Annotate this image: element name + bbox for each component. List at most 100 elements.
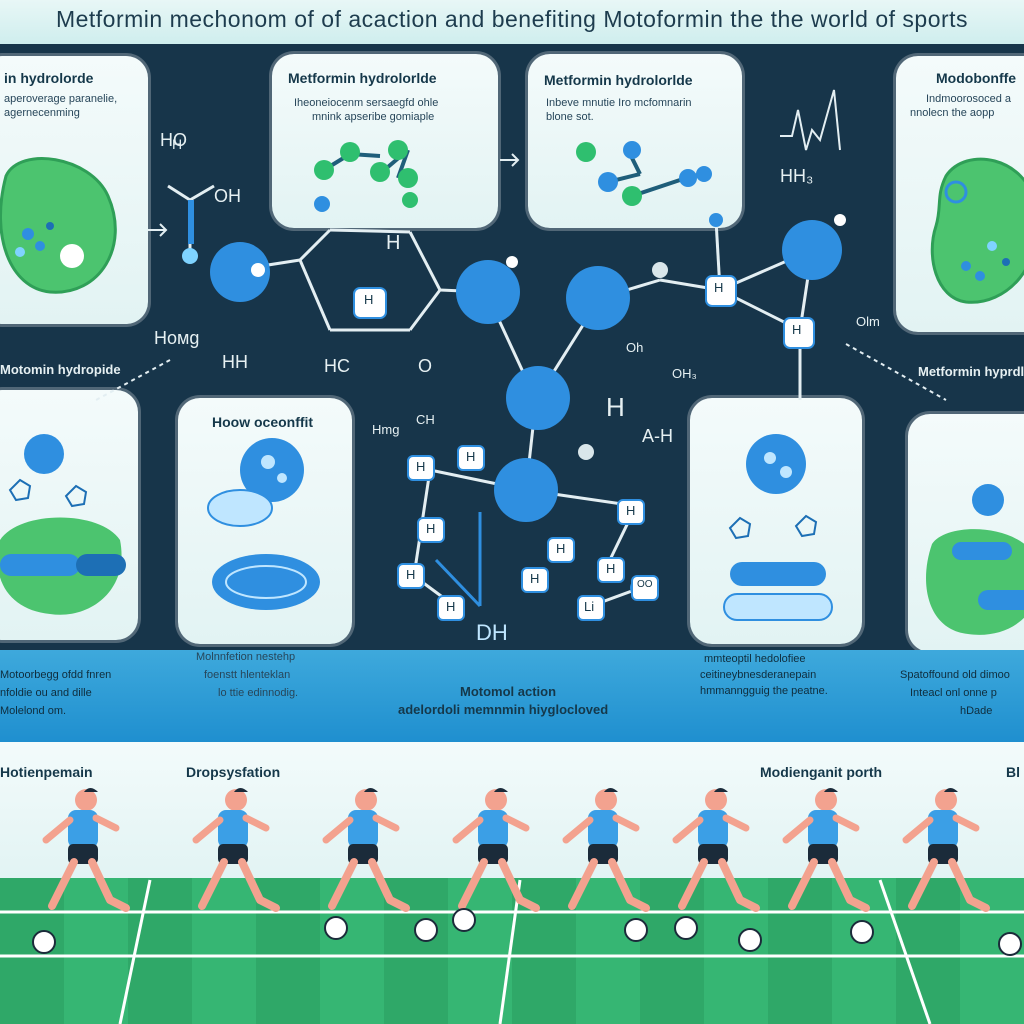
bottom-center-sub: adelordoli memnmin hiyglocloved — [398, 702, 609, 717]
heartbeat-icon — [780, 89, 841, 151]
runner-figure — [562, 788, 650, 912]
ring-label-8: H — [530, 571, 540, 586]
panel-top-left-title: in hydrolorde — [4, 70, 94, 86]
panel-top-center-left: Metformin hydrolorlde Iheoneiocenm sersa… — [272, 54, 498, 228]
label-oh: OH — [214, 186, 241, 206]
atom-2 — [456, 260, 520, 324]
bottom-left-text-3: Molelond om. — [0, 705, 67, 717]
arrow-icon-1 — [148, 223, 168, 237]
panel-top-center-right-text-1: Inbeve mnutie Iro mcfomnarin — [546, 97, 692, 109]
ring-label-2: H — [466, 449, 476, 464]
bottom-center-left-text-3: lo ttie edinnodig. — [218, 687, 299, 699]
bottom-center-left-text-1: Molnnfetion nestehp — [196, 651, 296, 663]
soccer-ball-icon — [324, 916, 348, 940]
soccer-ball-icon — [624, 918, 648, 942]
card-mid-left — [0, 390, 138, 640]
runner-figure — [42, 788, 130, 912]
label-oo: OO — [637, 579, 653, 590]
panel-top-right-text-1: Indmoorosoced a — [926, 93, 1011, 105]
mitochondria-illustration — [207, 438, 320, 610]
soccer-ball-icon — [998, 932, 1022, 956]
bottom-right-text-1: Spatoffound old dimoo — [900, 669, 1010, 681]
cell-illustration — [0, 157, 117, 294]
label-hmg: Hmg — [372, 422, 400, 437]
ring-label-10: H — [364, 292, 374, 307]
ring-label-5: H — [556, 541, 566, 556]
stage-label-2: Dropsysfation — [186, 764, 281, 780]
bottom-center-right-text-1: mmteoptil hedolofiee — [704, 653, 806, 665]
soccer-ball-icon — [32, 930, 56, 954]
title-band — [0, 0, 1024, 44]
ring-label-4: H — [426, 521, 436, 536]
molecule-diagram — [95, 89, 947, 621]
runner-figure — [322, 788, 410, 912]
label-oh-small: Oh — [626, 340, 644, 355]
soccer-ball-icon — [452, 908, 476, 932]
atom-4 — [782, 220, 842, 280]
label-h-big: H — [606, 392, 625, 422]
bottom-center-right-text-2: ceitineybnesderanepain — [700, 669, 817, 681]
bottom-center-right-text-3: hmmanngguig the peatne. — [700, 685, 828, 697]
stage-label-3: Modienganit porth — [760, 764, 883, 780]
bottom-center-left-text-2: foenstt hlenteklan — [204, 669, 291, 681]
page-title: Metformin mechonom of of acaction and be… — [55, 6, 969, 32]
label-li: Li — [584, 599, 595, 614]
label-dh: DH — [476, 620, 508, 645]
label-hydro-left: Motomin hydropide — [0, 362, 121, 377]
molecule-small-2 — [576, 141, 712, 206]
panel-top-left-text-1: aperoverage paranelie, — [4, 93, 118, 105]
cell-with-pills-right — [926, 484, 1024, 635]
panel-top-center-left-text-1: Iheoneiocenm sersaegfd ohle — [294, 97, 439, 109]
card-mid-center-right — [690, 398, 862, 644]
dashed-arrow-right — [845, 343, 947, 401]
runner-figure — [452, 788, 540, 912]
atom-3 — [566, 266, 630, 330]
runner-figure — [192, 788, 280, 912]
ring-label-7: H — [406, 567, 416, 582]
label-oh-right: Olm — [856, 314, 880, 329]
label-how: Hoмg — [154, 328, 200, 348]
label-h-top2: H — [172, 136, 183, 152]
panel-top-center-right-text-2: blone sot. — [546, 111, 594, 123]
molecule-small-1 — [314, 140, 418, 188]
cell-with-pills-icon — [0, 434, 126, 615]
arrow-icon-2 — [500, 153, 520, 167]
card-mid-center-left: Hoow oceonffit — [178, 398, 352, 644]
label-hc: HC — [324, 356, 350, 376]
panel-top-right-title: Modobonffe — [936, 70, 1017, 86]
atom-6 — [494, 458, 558, 522]
panel-top-center-left-text-2: mnink apseribe gomiaple — [312, 111, 435, 123]
label-ah: A-H — [642, 426, 673, 446]
card-mid-right — [908, 414, 1024, 652]
field-lines — [0, 879, 1024, 1024]
cell-illustration-right — [930, 157, 1024, 304]
label-oh2: OH₃ — [672, 366, 697, 381]
ring-label-3: H — [626, 503, 636, 518]
ring-label-9: H — [446, 599, 456, 614]
soccer-ball-icon — [414, 918, 438, 942]
bottom-right-text-3: hDade — [960, 705, 993, 717]
panel-top-left: in hydrolorde aperoverage paranelie, age… — [0, 56, 148, 324]
panel-top-center-right-title: Metformin hydrolorlde — [544, 72, 693, 88]
summary-band — [0, 650, 1024, 742]
runner-figure — [672, 788, 760, 912]
dashed-arrow-left — [95, 359, 171, 401]
bottom-left-text-1: Motoorbegg ofdd fnren — [0, 669, 112, 681]
pill-illustration — [723, 434, 833, 621]
ring-label-1: H — [416, 459, 426, 474]
atom-1 — [210, 242, 270, 302]
panel-top-center-left-title: Metformin hydrolorlde — [288, 70, 437, 86]
bottom-center-title: Motomol action — [460, 684, 557, 699]
ring-label-11: H — [792, 322, 802, 337]
label-h-atom: H — [714, 280, 724, 295]
card-mid-center-left-title: Hoow oceonffit — [212, 414, 314, 430]
label-hh: HH — [222, 352, 248, 372]
atom-5 — [506, 366, 570, 430]
runner-figure — [782, 788, 870, 912]
stage-label-4: Bl — [1006, 764, 1020, 780]
ring-label-6: H — [606, 561, 616, 576]
soccer-ball-icon — [674, 916, 698, 940]
label-h-top: H — [386, 232, 401, 254]
label-hydro-right: Metformin hyprdl — [918, 364, 1024, 379]
